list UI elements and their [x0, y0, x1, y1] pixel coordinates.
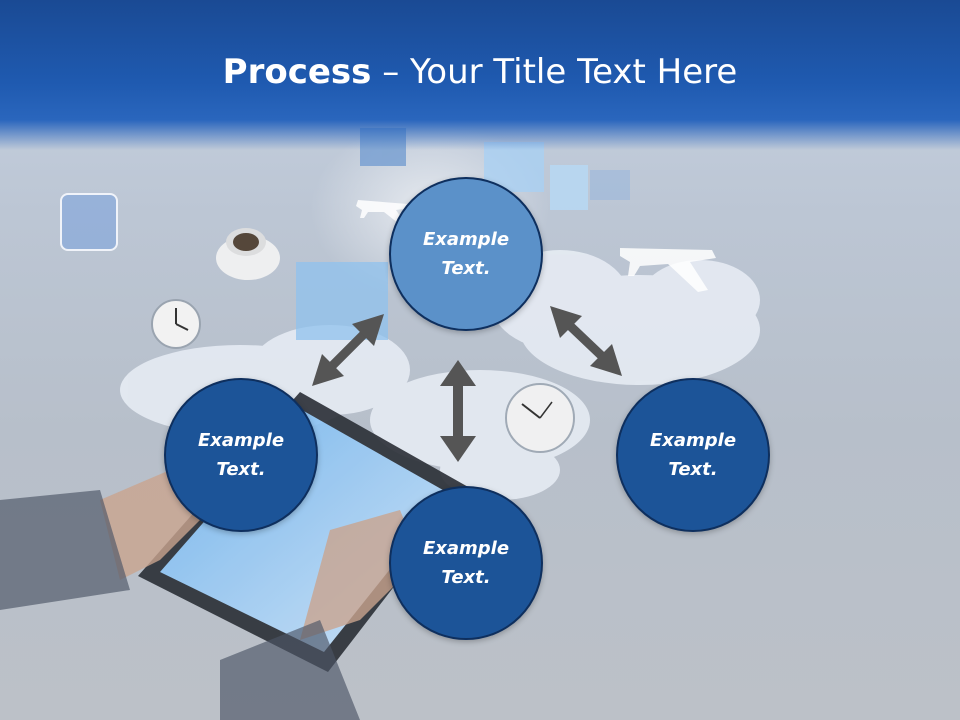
clock-shapes — [151, 299, 575, 453]
coffee-app-icon — [60, 193, 118, 251]
title-separator: – — [371, 52, 411, 92]
arrow-top-right — [550, 306, 622, 376]
title-rest: Your Title Text Here — [410, 52, 738, 92]
sleeve-shapes — [0, 490, 360, 720]
tablet-shape — [138, 392, 470, 672]
hands-shape — [100, 470, 420, 640]
airplane-shapes — [356, 200, 716, 292]
coffee-cup-shape — [216, 228, 280, 280]
arrow-top-left — [312, 314, 384, 386]
title-bold: Process — [222, 52, 372, 92]
slide-title: Process – Your Title Text Here — [0, 52, 960, 92]
title-bar — [0, 0, 960, 150]
arrow-vertical — [440, 360, 476, 462]
